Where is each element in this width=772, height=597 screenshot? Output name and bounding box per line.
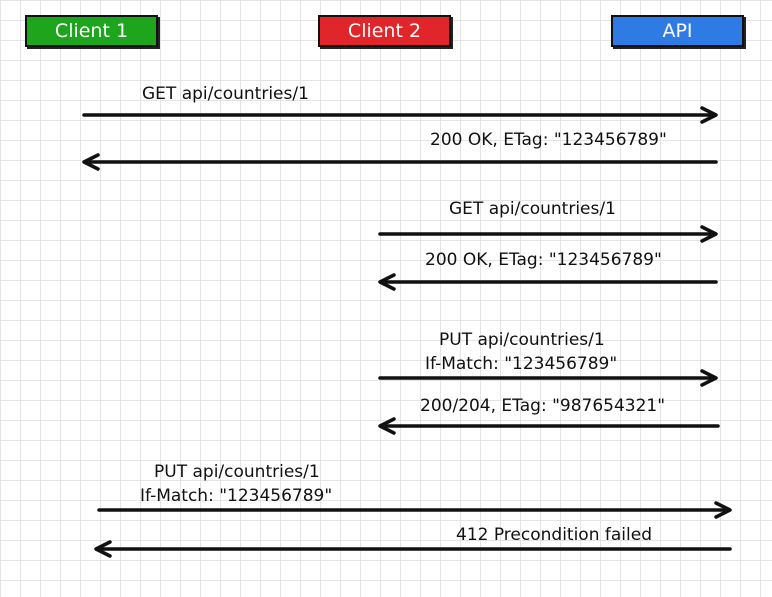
arrowhead-m4 <box>378 273 396 291</box>
message-label-m7-line2: If-Match: "123456789" <box>140 486 333 506</box>
message-label-m8: 412 Precondition failed <box>456 525 652 545</box>
message-label-m3: GET api/countries/1 <box>449 199 616 219</box>
participant-client-2: Client 2 <box>318 15 451 47</box>
arrowhead-m7 <box>714 501 732 519</box>
arrowhead-m5 <box>700 369 718 387</box>
message-label-m1: GET api/countries/1 <box>142 84 309 104</box>
arrowhead-m2 <box>82 153 100 171</box>
message-label-m5-line2: If-Match: "123456789" <box>425 354 618 374</box>
arrowhead-m8 <box>94 540 112 558</box>
arrowhead-m3 <box>700 225 718 243</box>
participant-api: API <box>611 15 744 47</box>
message-label-m7-line1: PUT api/countries/1 <box>154 462 320 482</box>
message-label-m5-line1: PUT api/countries/1 <box>439 330 605 350</box>
message-label-m2: 200 OK, ETag: "123456789" <box>430 130 667 150</box>
participant-client-1: Client 1 <box>25 15 158 47</box>
arrowhead-m1 <box>700 106 718 124</box>
message-label-m4: 200 OK, ETag: "123456789" <box>425 250 662 270</box>
message-label-m6: 200/204, ETag: "987654321" <box>420 396 666 416</box>
arrowhead-m6 <box>378 417 396 435</box>
